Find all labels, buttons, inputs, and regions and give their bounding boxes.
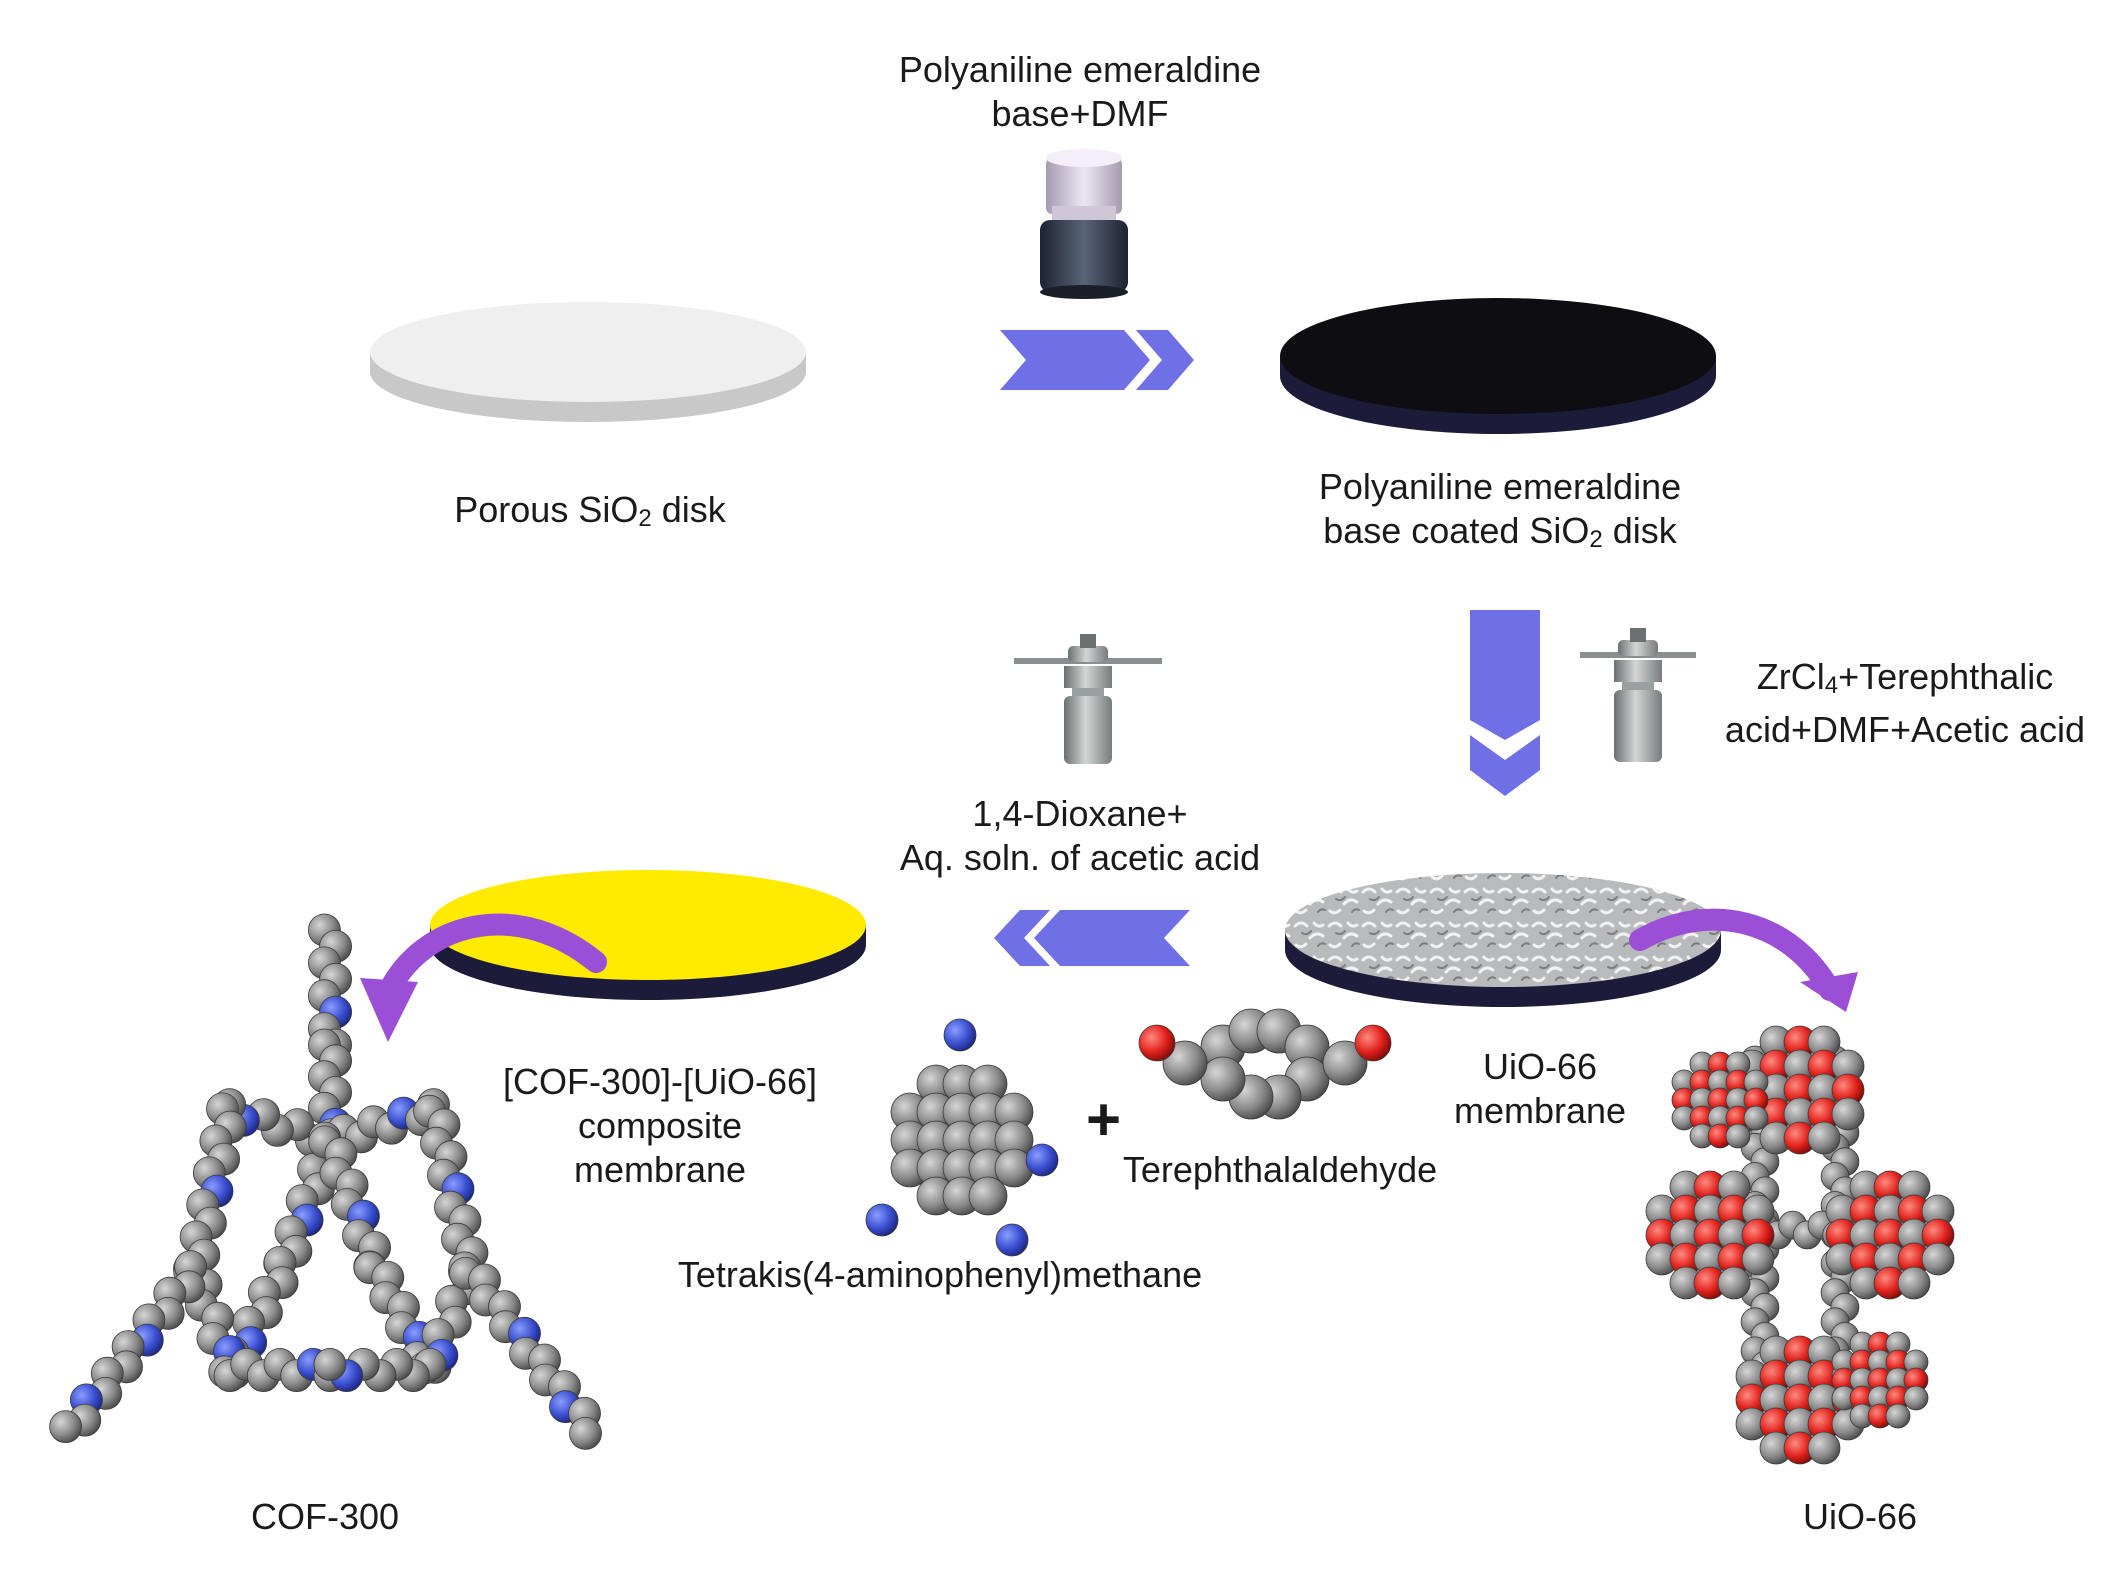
arrow-right-icon bbox=[1000, 330, 1194, 390]
coated-disk-label: Polyaniline emeraldine base coated SiO2 … bbox=[1318, 466, 1682, 553]
arrow-left-icon bbox=[994, 910, 1190, 966]
carbon-atom bbox=[313, 1348, 347, 1381]
carbon-atom bbox=[1903, 1385, 1929, 1411]
porous-disk-label: Porous SiO2 disk bbox=[454, 489, 726, 532]
nitrogen-atom bbox=[943, 1018, 977, 1052]
autoclave-uio-icon bbox=[1580, 628, 1696, 762]
carbon-atom bbox=[569, 1417, 602, 1450]
tetrakis-aminophenyl-methane-molecule bbox=[865, 1018, 1059, 1257]
reagent-uio-label: ZrCl4+Terephthalic acid+DMF+Acetic acid bbox=[1724, 656, 2086, 750]
carbon-atom bbox=[1807, 1431, 1841, 1465]
pani-coated-disk bbox=[1280, 298, 1716, 434]
uio66-label: UiO-66 bbox=[1802, 1496, 1918, 1537]
carbon-atom bbox=[1200, 1056, 1246, 1102]
cof300-label: COF-300 bbox=[250, 1496, 400, 1537]
curve-arrow-uio-icon bbox=[1629, 908, 1858, 1012]
carbon-atom bbox=[1897, 1266, 1931, 1300]
tetrakis-label: Tetrakis(4-aminophenyl)methane bbox=[677, 1254, 1203, 1295]
oxygen-atom bbox=[1354, 1024, 1392, 1062]
carbon-atom bbox=[1162, 1040, 1208, 1086]
reagent-cof-label: 1,4-Dioxane+ Aq. soln. of acetic acid bbox=[899, 793, 1261, 878]
nitrogen-atom bbox=[865, 1203, 899, 1237]
carbon-atom bbox=[1725, 1123, 1751, 1149]
porous-sio2-disk bbox=[370, 302, 806, 422]
autoclave-cof-icon bbox=[1014, 634, 1162, 764]
uio66-membrane-disk bbox=[1285, 873, 1721, 1007]
oxygen-atom bbox=[1138, 1024, 1176, 1062]
uio66-structure bbox=[1645, 1025, 1955, 1465]
cof300-structure bbox=[49, 913, 602, 1450]
reagent-bottle-icon bbox=[1040, 149, 1128, 299]
carbon-atom bbox=[49, 1410, 82, 1443]
plus-sign: + bbox=[1086, 1086, 1122, 1153]
nitrogen-atom bbox=[1025, 1143, 1059, 1177]
reagent-pani-label: Polyaniline emeraldine base+DMF bbox=[898, 49, 1262, 134]
carbon-atom bbox=[1885, 1403, 1911, 1429]
carbon-atom bbox=[1831, 1097, 1865, 1131]
carbon-atom bbox=[1717, 1266, 1751, 1300]
composite-membrane-label: [COF-300]-[UiO-66] composite membrane bbox=[502, 1061, 818, 1190]
terephthalaldehyde-molecule bbox=[1138, 1008, 1392, 1120]
uio-membrane-label: UiO-66 membrane bbox=[1453, 1046, 1627, 1131]
carbon-atom bbox=[1807, 1121, 1841, 1155]
terephthalaldehyde-label: Terephthalaldehyde bbox=[1122, 1149, 1438, 1190]
arrow-down-icon bbox=[1470, 610, 1540, 796]
carbon-atom bbox=[1921, 1242, 1955, 1276]
carbon-atom bbox=[1741, 1242, 1775, 1276]
carbon-atom bbox=[1743, 1105, 1769, 1131]
nitrogen-atom bbox=[995, 1223, 1029, 1257]
carbon-atom bbox=[968, 1176, 1008, 1216]
carbon-atom bbox=[1322, 1040, 1368, 1086]
curve-arrow-cof-icon bbox=[360, 913, 607, 1042]
